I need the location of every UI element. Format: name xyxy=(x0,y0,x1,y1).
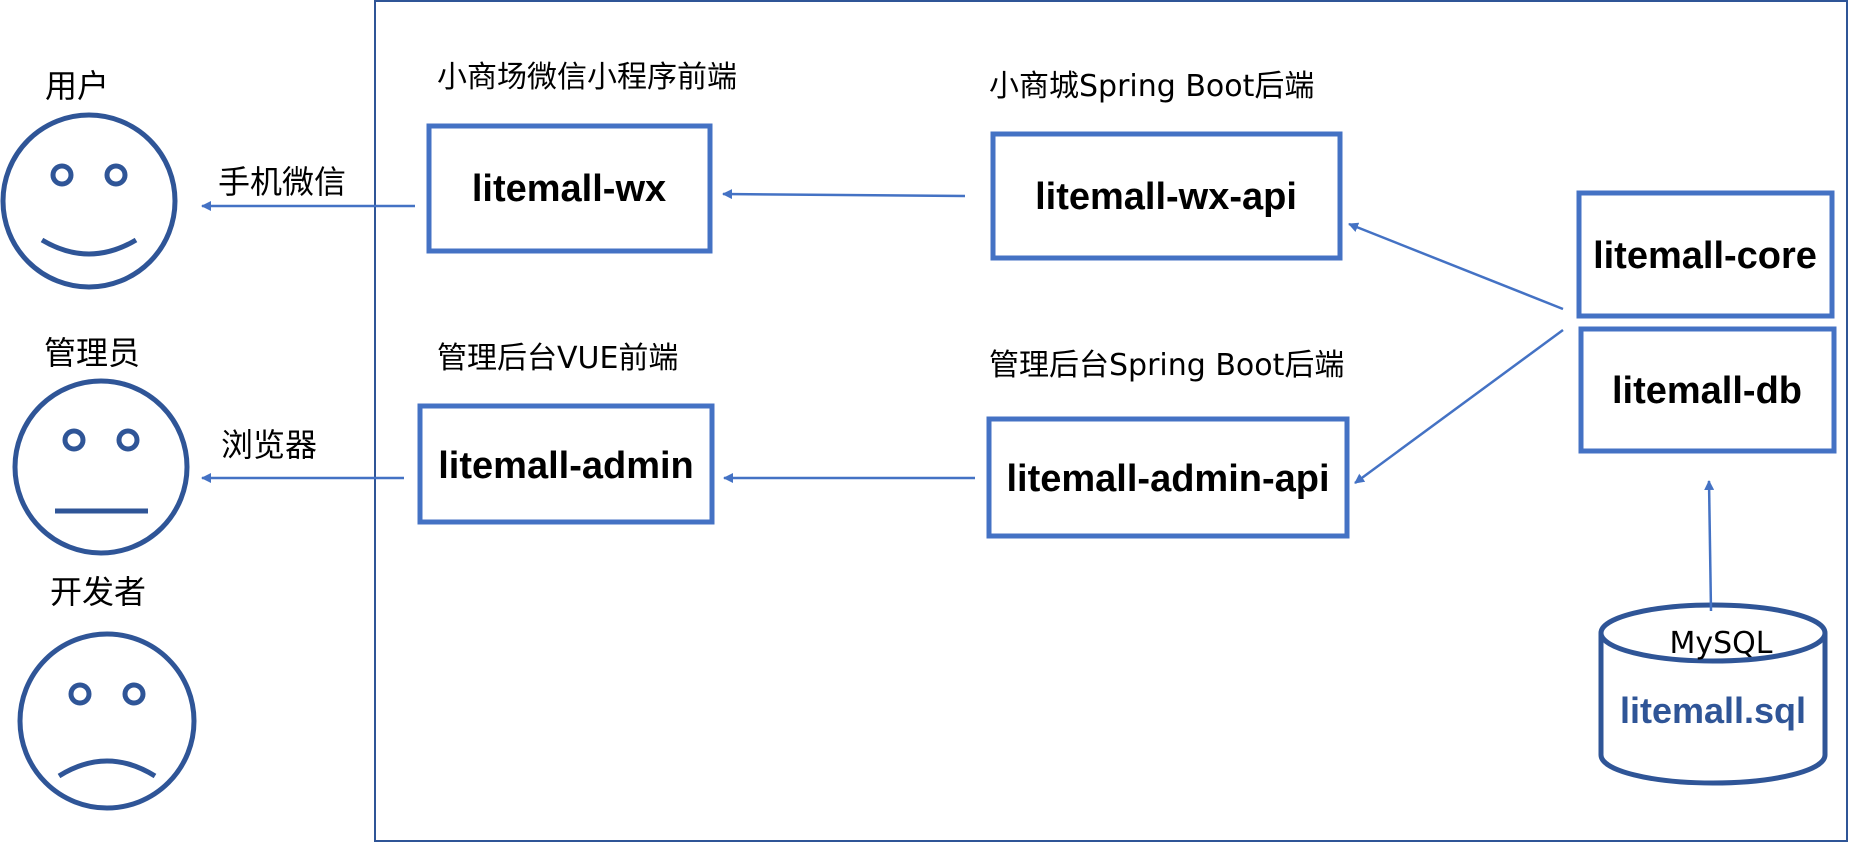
module-litemall-core: litemall-core xyxy=(1576,190,1835,319)
module-litemall-admin-api: litemall-admin-api xyxy=(986,416,1350,539)
channel-browser-label: 浏览器 xyxy=(221,426,317,464)
module-litemall-admin-label: litemall-admin xyxy=(438,445,694,487)
arrow-core-to-wx-api xyxy=(1348,222,1564,311)
caption-wx-backend: 小商城Spring Boot后端 xyxy=(989,69,1314,104)
frowning-face-icon xyxy=(17,631,197,811)
module-litemall-db: litemall-db xyxy=(1578,326,1837,454)
module-litemall-wx-api-label: litemall-wx-api xyxy=(1035,176,1297,218)
smiling-face-icon xyxy=(0,112,178,290)
database-file-label: litemall.sql xyxy=(1620,690,1806,731)
module-litemall-admin-api-label: litemall-admin-api xyxy=(1006,458,1329,500)
role-user: 用户 xyxy=(0,67,178,290)
module-litemall-wx: litemall-wx xyxy=(426,123,713,254)
channel-wechat-label: 手机微信 xyxy=(218,163,346,201)
module-litemall-admin: litemall-admin xyxy=(417,403,715,525)
module-litemall-wx-api: litemall-wx-api xyxy=(990,131,1343,261)
database-cylinder: MySQL litemall.sql xyxy=(1598,602,1828,786)
caption-admin-frontend: 管理后台VUE前端 xyxy=(437,341,678,376)
module-litemall-db-label: litemall-db xyxy=(1612,370,1802,412)
role-user-label: 用户 xyxy=(45,67,109,105)
neutral-face-icon xyxy=(12,378,190,556)
system-frame xyxy=(374,0,1848,842)
caption-wx-frontend: 小商场微信小程序前端 xyxy=(437,60,737,95)
role-developer: 开发者 xyxy=(17,573,197,811)
module-litemall-wx-label: litemall-wx xyxy=(472,168,666,210)
arrow-core-to-admin-api xyxy=(1354,328,1564,485)
arrow-sql-to-db xyxy=(1704,480,1715,612)
role-admin-label: 管理员 xyxy=(44,334,140,372)
role-developer-label: 开发者 xyxy=(50,573,146,611)
database-engine-label: MySQL xyxy=(1669,626,1772,661)
connectors xyxy=(201,189,1715,612)
module-litemall-core-label: litemall-core xyxy=(1593,235,1817,277)
role-admin: 管理员 xyxy=(12,334,190,556)
caption-admin-backend: 管理后台Spring Boot后端 xyxy=(989,348,1344,383)
arrow-wx-api-to-wx xyxy=(722,189,966,200)
